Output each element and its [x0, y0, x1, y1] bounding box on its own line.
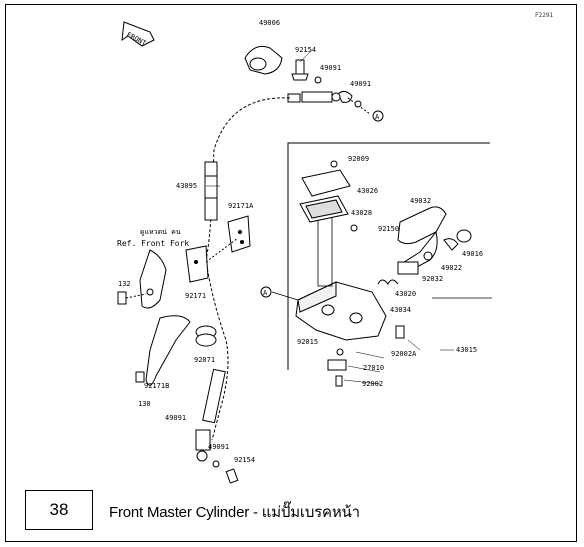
figure-code: F2291: [535, 12, 554, 19]
switch-27010: [327, 359, 347, 371]
ref-text-english: Ref. Front Fork: [117, 239, 189, 248]
label-43015: 43015: [456, 346, 477, 354]
right-panel-box: [287, 142, 490, 370]
hose-lower-sleeve: [202, 368, 226, 424]
label-92002a: 92002A: [391, 350, 417, 358]
adjuster-49016: [456, 229, 472, 243]
bolt-92154-bottom: [225, 468, 239, 484]
master-cylinder-body: [295, 211, 387, 341]
label-43095: 43095: [176, 182, 197, 190]
bolt-92154-top: [291, 59, 309, 81]
label-49091-a: 49091: [320, 64, 341, 72]
washer-top: [314, 76, 322, 84]
label-49016: 49016: [462, 250, 483, 258]
hose-mid-sleeve: [204, 161, 218, 221]
bracket-92171a: [227, 215, 251, 253]
ref-text-thai: ดูแหวดน่ คน: [140, 228, 181, 236]
label-49091-d: 49091: [208, 443, 229, 451]
label-92009: 92009: [348, 155, 369, 163]
label-43026: 43026: [357, 187, 378, 195]
label-92150: 92150: [378, 225, 399, 233]
bolt-130: [135, 371, 145, 383]
label-92171b: 92171B: [144, 382, 169, 390]
cap-49006: [244, 45, 283, 75]
circle-a-top-marker: [372, 110, 384, 122]
circle-a-mid-marker: [260, 286, 272, 298]
circle-a-mid: A: [263, 289, 268, 297]
label-43020: 43020: [395, 290, 416, 298]
front-direction-marker: FRONT: [121, 21, 155, 48]
clip-49022: [443, 238, 459, 251]
label-49091-c: 49091: [165, 414, 186, 422]
label-92154-bottom: 92154: [234, 456, 255, 464]
bolt-132: [117, 291, 147, 305]
bracket-92171b: [145, 315, 191, 386]
grommet-92071: [195, 325, 217, 347]
label-92032: 92032: [422, 275, 443, 283]
piston-assembly: [377, 251, 433, 285]
clamp-92171: [185, 245, 209, 283]
label-49006: 49006: [259, 19, 280, 27]
screw-92002: [335, 375, 343, 387]
diagram-frame: [5, 4, 577, 542]
label-92015: 92015: [297, 338, 318, 346]
hose-top-banjo: [287, 91, 341, 103]
screw-92009: [330, 160, 338, 168]
bolt-92002a: [395, 325, 405, 339]
label-49032: 49032: [410, 197, 431, 205]
label-49091-b: 49091: [350, 80, 371, 88]
figure-number-box: 38: [25, 490, 93, 530]
label-92071: 92071: [194, 356, 215, 364]
screw-92015: [336, 348, 344, 356]
circle-a-top: A: [375, 113, 380, 121]
figure-caption: Front Master Cylinder - แม่ปั๊มเบรคหน้า: [109, 504, 360, 521]
label-49022: 49022: [441, 264, 462, 272]
label-27010: 27010: [363, 364, 384, 372]
label-92171: 92171: [185, 292, 206, 300]
diaphragm-43028: [299, 195, 349, 223]
label-92171a: 92171A: [228, 202, 254, 210]
label-132: 132: [118, 280, 131, 288]
label-130: 130: [138, 400, 151, 408]
caption-row: 38 Front Master Cylinder - แม่ปั๊มเบรคหน…: [5, 481, 577, 541]
label-43028: 43028: [351, 209, 372, 217]
clamp-top: [337, 90, 353, 103]
label-43034: 43034: [390, 306, 411, 314]
hose-bottom-banjo: [195, 429, 211, 462]
label-92154-top: 92154: [295, 46, 316, 54]
label-92002: 92002: [362, 380, 383, 388]
fork-bracket: [139, 249, 167, 309]
reservoir-cap: [301, 169, 351, 197]
screw-92150: [350, 224, 358, 232]
